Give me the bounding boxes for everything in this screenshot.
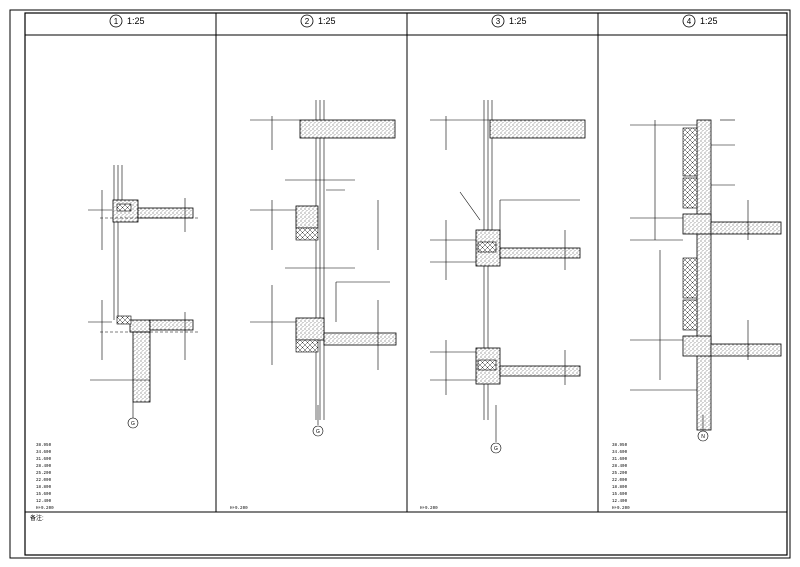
level-value: 12.400 bbox=[36, 500, 52, 504]
level-value: H+9.200 bbox=[36, 507, 54, 511]
panel-4-level-list: 38.950 34.600 31.600 28.400 25.200 22.00… bbox=[612, 444, 630, 511]
panel-1-header: 1 1:25 bbox=[109, 14, 145, 28]
panel-3-note: H+9.200 bbox=[420, 507, 438, 511]
level-value: 18.800 bbox=[36, 486, 52, 490]
level-value: 15.600 bbox=[612, 493, 628, 497]
level-value: 31.600 bbox=[612, 458, 628, 462]
panel-4-axis-label: N bbox=[701, 434, 705, 440]
footer-note-label: 备注: bbox=[30, 514, 44, 522]
detail-number-circle bbox=[109, 14, 123, 28]
level-value: 25.200 bbox=[36, 472, 52, 476]
detail-scale: 1:25 bbox=[127, 16, 145, 26]
detail-number: 2 bbox=[305, 17, 310, 26]
outer-border bbox=[9, 9, 791, 559]
panel-1-axis-label: G bbox=[131, 421, 135, 427]
inner-border bbox=[24, 12, 788, 556]
level-value: 25.200 bbox=[612, 472, 628, 476]
level-value: 38.950 bbox=[36, 444, 52, 448]
detail-number-circle bbox=[682, 14, 696, 28]
level-value: 12.400 bbox=[612, 500, 628, 504]
panel-4-header: 4 1:25 bbox=[682, 14, 718, 28]
detail-number: 4 bbox=[687, 17, 692, 26]
level-value: H+9.200 bbox=[612, 507, 630, 511]
panel-3-header: 3 1:25 bbox=[491, 14, 527, 28]
level-value: 28.400 bbox=[36, 465, 52, 469]
level-value: 22.000 bbox=[36, 479, 52, 483]
level-value: 34.600 bbox=[36, 451, 52, 455]
panel-1-level-list: 38.950 34.600 31.600 28.400 25.200 22.00… bbox=[36, 444, 54, 511]
detail-scale: 1:25 bbox=[509, 16, 527, 26]
panel-1-section bbox=[88, 165, 200, 429]
level-value: 34.600 bbox=[612, 451, 628, 455]
level-value: 15.600 bbox=[36, 493, 52, 497]
detail-number: 3 bbox=[496, 17, 501, 26]
level-value: 38.950 bbox=[612, 444, 628, 448]
panel-3-axis-label: G bbox=[494, 446, 498, 452]
level-value: 22.000 bbox=[612, 479, 628, 483]
level-value: 18.800 bbox=[612, 486, 628, 490]
panel-2-header: 2 1:25 bbox=[300, 14, 336, 28]
level-value: 31.600 bbox=[36, 458, 52, 462]
panel-2-axis-label: G bbox=[316, 429, 320, 435]
panel-4-section bbox=[630, 119, 782, 442]
detail-number: 1 bbox=[114, 17, 119, 26]
detail-number-circle bbox=[300, 14, 314, 28]
panel-2-section bbox=[250, 100, 397, 437]
level-value: 28.400 bbox=[612, 465, 628, 469]
panel-2-note: H+9.200 bbox=[230, 507, 248, 511]
detail-number-circle bbox=[491, 14, 505, 28]
panel-3-section bbox=[430, 100, 586, 454]
detail-scale: 1:25 bbox=[318, 16, 336, 26]
detail-scale: 1:25 bbox=[700, 16, 718, 26]
